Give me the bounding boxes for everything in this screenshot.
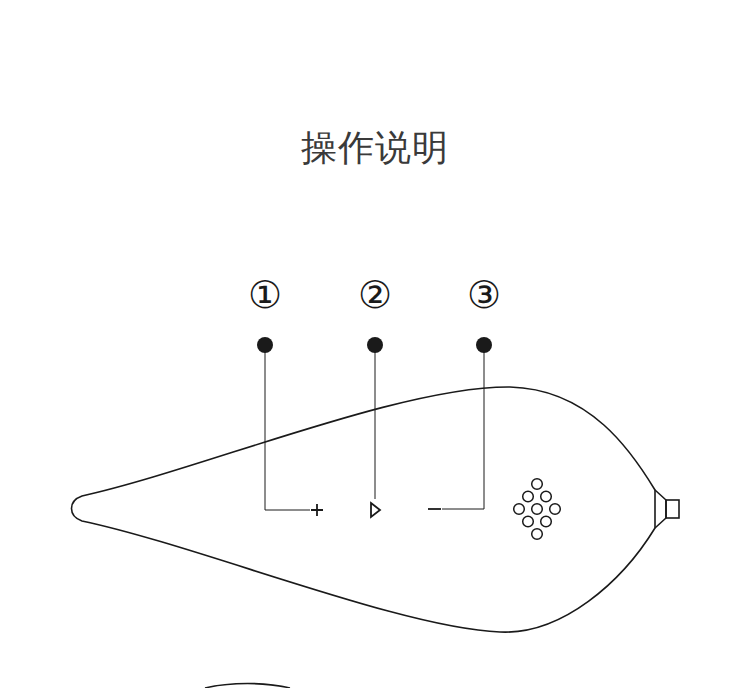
speaker-hole (523, 516, 534, 527)
leader-line (265, 345, 310, 510)
speaker-hole (523, 491, 534, 502)
plus-button-symbol (311, 504, 323, 516)
speaker-hole (532, 504, 543, 515)
leader-dot (476, 337, 492, 353)
speaker-hole (532, 479, 543, 490)
speaker-hole (514, 504, 525, 515)
minus-button-symbol (428, 508, 441, 510)
play-button-symbol (371, 503, 380, 517)
leader-line (375, 345, 376, 499)
speaker-hole (532, 529, 543, 540)
page-title: 操作说明 (301, 130, 449, 166)
callout-number: ① (248, 276, 282, 314)
device-neck (655, 490, 666, 528)
lower-device-edge (205, 684, 290, 688)
leader-dot (367, 337, 383, 353)
leader-line (442, 345, 484, 509)
device-port (666, 500, 679, 518)
callout-number: ② (358, 276, 392, 314)
callout-number: ③ (467, 276, 501, 314)
speaker-holes (514, 479, 561, 540)
speaker-hole (541, 491, 552, 502)
leader-dot (257, 337, 273, 353)
speaker-hole (550, 504, 561, 515)
speaker-hole (541, 516, 552, 527)
device-body (72, 387, 656, 632)
